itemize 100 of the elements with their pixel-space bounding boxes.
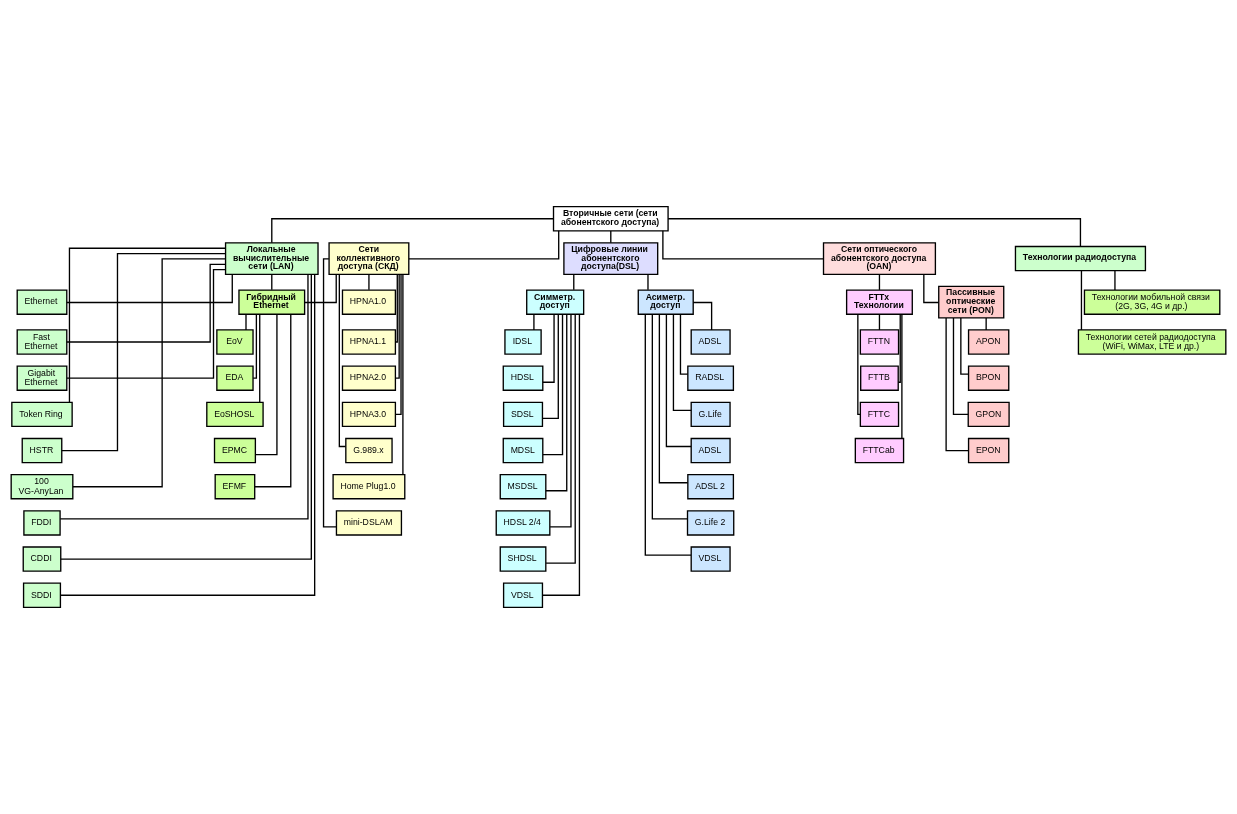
node-box: Home Plug1.0 (332, 474, 406, 500)
node-box: 100 VG-AnyLan (10, 474, 74, 500)
connector (66, 263, 227, 343)
connector (322, 258, 338, 528)
node-box: Сети коллективного доступа (СКД) (328, 242, 410, 276)
connector (549, 313, 572, 528)
node-box: BPON (967, 365, 1010, 391)
node-box: SDSL (502, 401, 544, 428)
connector (672, 313, 692, 412)
connector (252, 313, 258, 379)
node-box: Гибридный Ethernet (238, 289, 306, 315)
connector (394, 273, 402, 416)
node-box: G.Life 2 (686, 510, 735, 536)
connector (338, 273, 347, 448)
connector (66, 269, 226, 379)
connector (545, 313, 568, 492)
node-box: Вторичные сети (сети абонентского доступа) (552, 206, 669, 232)
connector (985, 317, 987, 331)
connector (960, 317, 970, 375)
connector (394, 273, 400, 379)
node-box: FTTx Технологии (845, 289, 913, 315)
connector (692, 301, 713, 331)
node-box: EoV (216, 329, 254, 355)
node-box: EoSHOSL (206, 401, 264, 428)
node-box: Асиметр. доступ (637, 289, 694, 315)
node-box: Локальные вычислительные сети (LAN) (224, 242, 319, 276)
node-box: HSTR (21, 437, 63, 464)
connector (271, 218, 555, 244)
node-box: Технологии мобильной связи (2G, 3G, 4G и др.) (1083, 289, 1221, 315)
connector (857, 313, 861, 416)
node-box: Ethernet (16, 289, 68, 315)
connector (402, 273, 404, 476)
connector (542, 313, 555, 383)
connector (952, 317, 969, 416)
node-box: ADSL 2 (687, 474, 735, 500)
connector (68, 247, 227, 403)
node-box: MDSL (502, 437, 544, 464)
node-box: Fast Ethernet (16, 329, 68, 355)
node-box: HPNA3.0 (341, 401, 397, 428)
connector (259, 313, 261, 403)
node-box: Симметр. доступ (526, 289, 585, 315)
node-box: SHDSL (499, 546, 547, 572)
connector (61, 252, 227, 452)
node-box: VDSL (502, 582, 544, 608)
connector (533, 313, 535, 331)
connector (545, 313, 576, 564)
connector (665, 313, 692, 448)
node-box: APON (967, 329, 1010, 355)
connector (1080, 270, 1083, 331)
node-box: SDDI (22, 582, 62, 608)
node-box: mini-DSLAM (335, 510, 403, 536)
connector (667, 218, 1082, 248)
connector (542, 313, 581, 596)
node-box: FTTN (859, 329, 900, 355)
connector (304, 273, 337, 304)
node-box: Gigabit Ethernet (16, 365, 68, 391)
node-box: HDSL (502, 365, 544, 391)
node-box: ADSL (690, 437, 731, 464)
connector (541, 313, 559, 420)
node-box: FDDI (23, 510, 61, 536)
connector (679, 313, 689, 375)
connector (644, 313, 692, 556)
node-box: HDSL 2/4 (495, 510, 551, 536)
connector (408, 230, 560, 260)
connector (945, 317, 970, 452)
connector (658, 313, 689, 484)
connector (254, 313, 278, 456)
connector (923, 273, 940, 304)
node-box: EPMC (213, 437, 257, 464)
node-box: IDSL (504, 329, 542, 355)
node-box: Пассивные оптические сети (PON) (938, 285, 1005, 319)
node-box: EDA (216, 365, 254, 391)
node-box: Технологии радиодоступа (1014, 245, 1147, 272)
connector (651, 313, 689, 520)
node-box: G.989.x (345, 437, 393, 464)
node-box: HPNA2.0 (341, 365, 397, 391)
node-box: GPON (967, 401, 1010, 428)
node-box: EFMF (214, 474, 256, 500)
connector (66, 273, 233, 304)
node-box: Сети оптического абонентского доступа (OAN) (822, 242, 937, 276)
node-box: FTTCab (854, 437, 905, 464)
node-box: Цифровые линии абонентского доступа(DSL) (563, 242, 659, 276)
node-box: EPON (967, 437, 1010, 464)
connector (254, 313, 292, 488)
connector (542, 313, 564, 456)
node-box: Token Ring (11, 401, 73, 428)
connector (662, 230, 825, 260)
node-box: G.Life (690, 401, 731, 428)
connector (1114, 270, 1116, 291)
node-box: FTTB (860, 365, 899, 391)
node-box: HPNA1.0 (341, 289, 397, 315)
node-box: VDSL (690, 546, 731, 572)
node-box: ADSL (690, 329, 731, 355)
node-box: Технологии сетей радиодоступа (WiFi, WiMax, LTE и др.) (1077, 329, 1227, 355)
node-box: RADSL (687, 365, 735, 391)
connector (245, 313, 247, 331)
connector (647, 273, 649, 291)
node-box: FTTC (859, 401, 900, 428)
connector (368, 273, 370, 291)
node-box: HPNA1.1 (341, 329, 397, 355)
